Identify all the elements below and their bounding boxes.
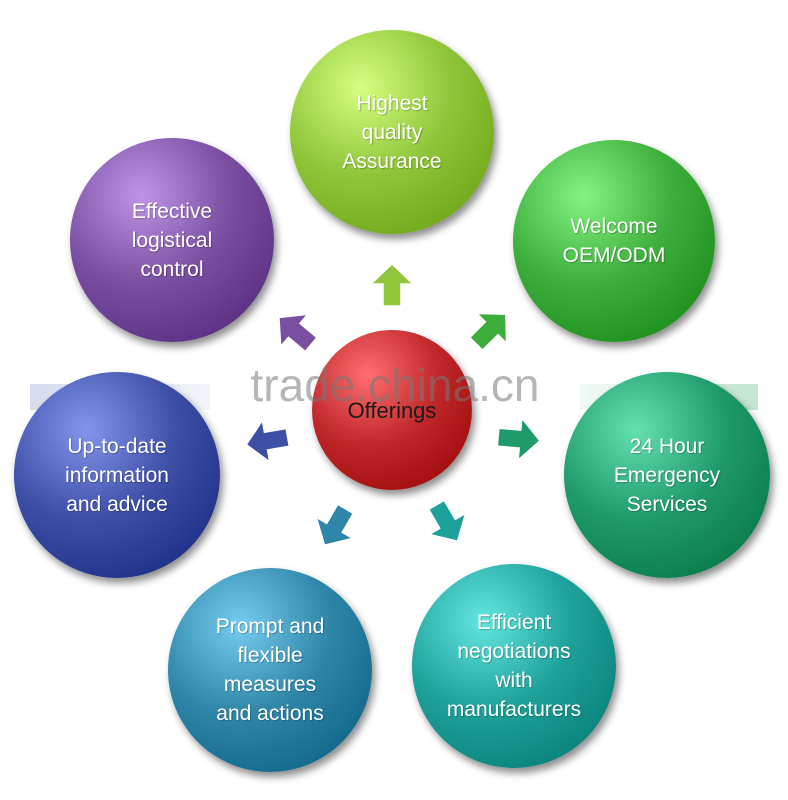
arrow-down-right-icon (427, 499, 467, 543)
node-efficient-negotiations: Efficient negotiations with manufacturer… (412, 564, 616, 768)
node-label: Up-to-date information and advice (65, 434, 169, 516)
node-highest-quality-assurance: Highest quality Assurance (290, 30, 494, 234)
arrow-left-icon (245, 418, 291, 464)
node-up-to-date-information: Up-to-date information and advice (14, 372, 220, 578)
watermark-text: trade.china.cn (250, 359, 540, 411)
arrow-up-left-icon (278, 313, 318, 353)
node-label: Welcome OEM/ODM (562, 215, 666, 267)
node-label: Effective logistical control (131, 199, 213, 281)
node-effective-logistical-control: Effective logistical control (70, 138, 274, 342)
node-label: Prompt and flexible measures and actions (215, 615, 325, 725)
center-label: Offerings (347, 397, 437, 423)
arrow-right-icon (496, 416, 541, 462)
node-label: Highest quality Assurance (342, 91, 442, 173)
arrow-down-left-icon (315, 503, 355, 547)
arrow-up-icon (369, 262, 415, 307)
node-center-offerings: Offerings (312, 330, 472, 490)
node-welcome-oem-odm: Welcome OEM/ODM (513, 140, 715, 342)
arrow-up-right-icon (468, 312, 508, 352)
node-24-hour-emergency-services: 24 Hour Emergency Services (564, 372, 770, 578)
node-label: 24 Hour Emergency Services (613, 434, 721, 516)
node-label: Efficient negotiations with manufacturer… (446, 611, 582, 721)
node-prompt-flexible-measures: Prompt and flexible measures and actions (168, 568, 372, 772)
